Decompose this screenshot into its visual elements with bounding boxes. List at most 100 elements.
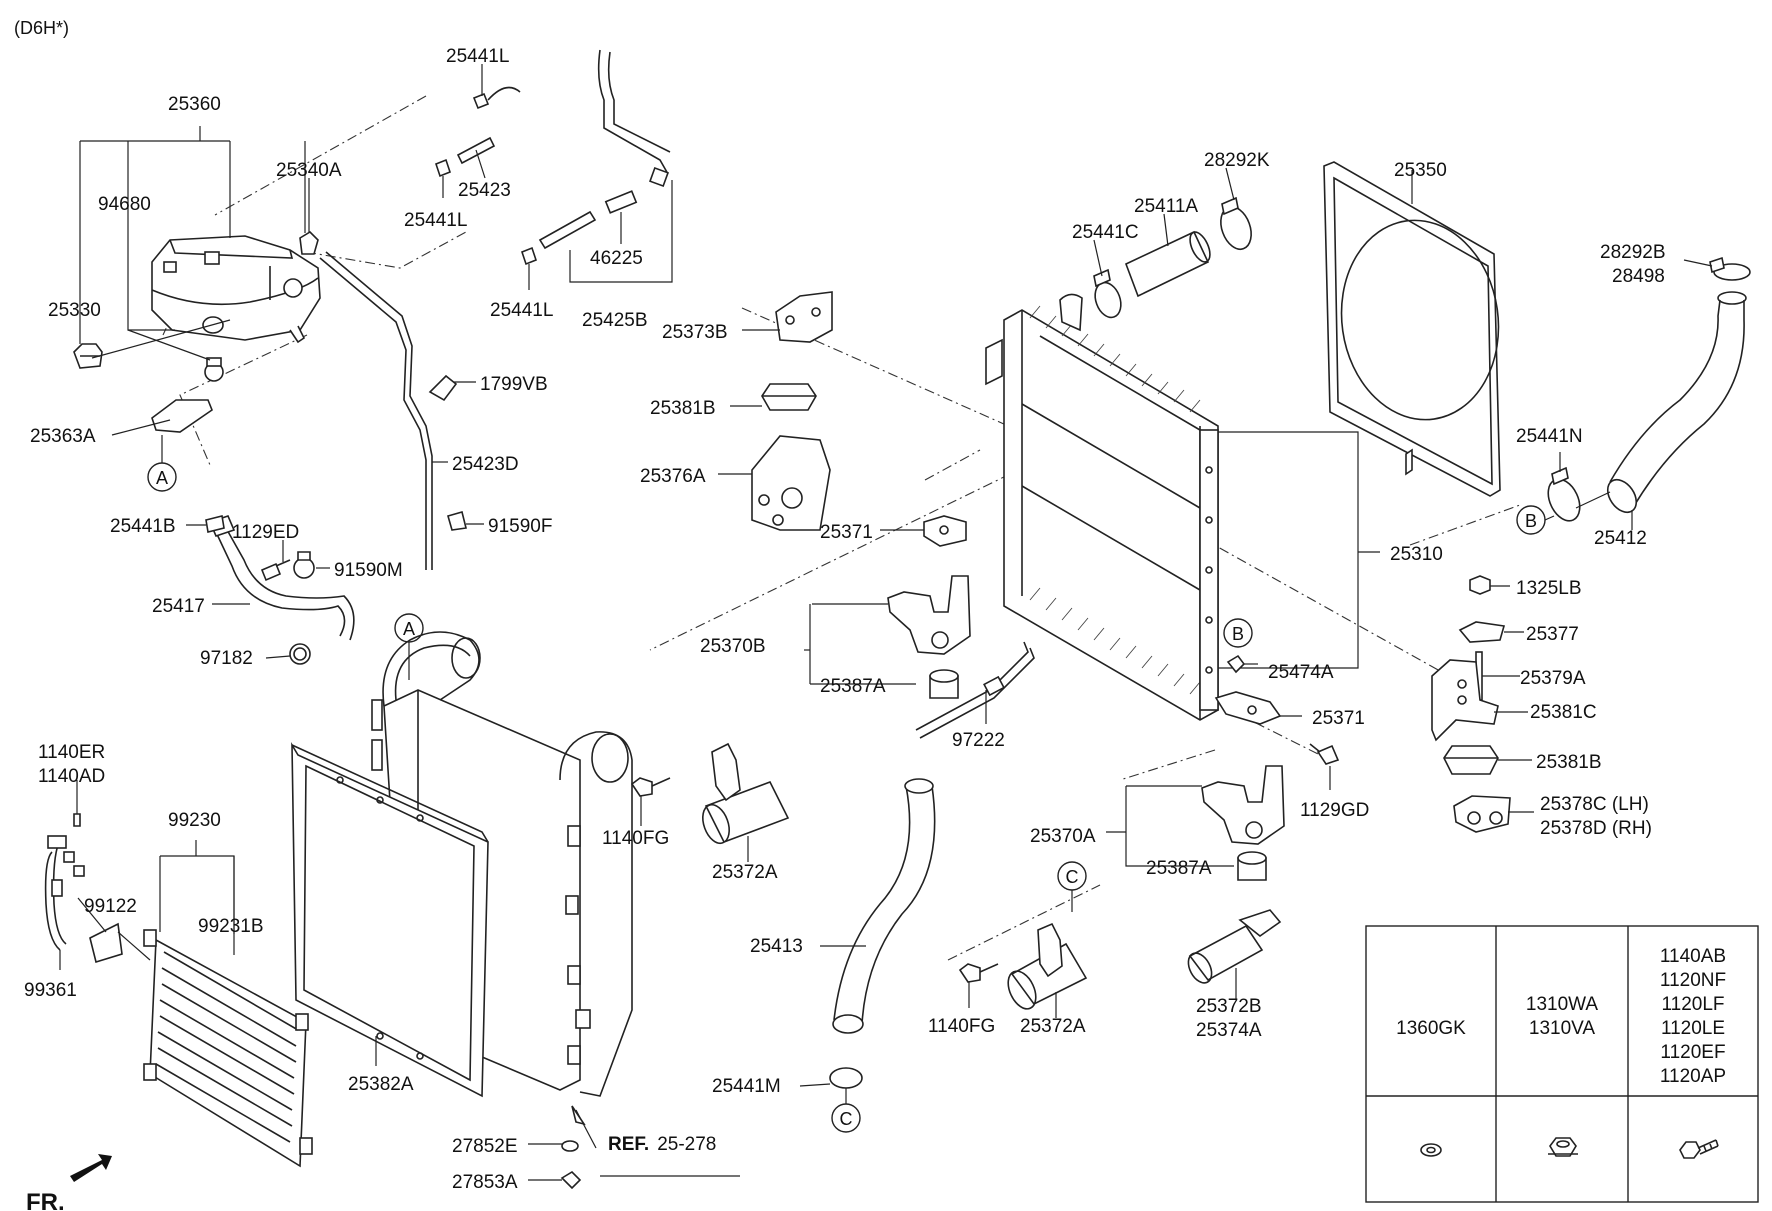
label-1325LB: 1325LB	[1516, 578, 1582, 599]
label-97222: 97222	[952, 730, 1005, 751]
label-25340A: 25340A	[276, 160, 342, 181]
bracket-1140FG-a	[630, 777, 671, 826]
clamp-25441N	[1547, 452, 1611, 522]
stud-25379A	[1475, 651, 1520, 701]
label-25310: 25310	[1390, 544, 1443, 565]
label-1129GD: 1129GD	[1300, 800, 1369, 821]
hose-25413	[820, 778, 936, 1034]
mount-25381B-b	[1443, 745, 1532, 775]
label-25370A: 25370A	[1030, 826, 1096, 847]
bracket-25371-b	[1214, 691, 1302, 725]
label-1799VB: 1799VB	[480, 374, 548, 395]
label-25441L-b: 25441L	[404, 210, 467, 231]
radiator	[985, 293, 1219, 721]
mount-25381B-a	[730, 383, 817, 411]
label-99361: 99361	[24, 980, 77, 1001]
label-25413: 25413	[750, 936, 803, 957]
table-cell-1120NF: 1120NF	[1660, 970, 1726, 991]
bushing-25387A-a	[929, 669, 959, 699]
plate-25377	[1458, 621, 1524, 643]
label-25372A-a: 25372A	[712, 862, 778, 883]
hose-25372A-b	[1007, 922, 1088, 1018]
ref-arrow	[571, 1105, 740, 1177]
pipe-25372B	[1187, 909, 1282, 1000]
hose-25412	[1606, 291, 1747, 530]
bolt-25474A	[1226, 654, 1258, 674]
table-cell-1140AB: 1140AB	[1660, 946, 1726, 967]
plug-27853A	[528, 1170, 582, 1190]
label-97182: 97182	[200, 648, 253, 669]
hose-25411A	[1124, 213, 1211, 298]
clamp-25441L-a	[472, 64, 521, 110]
label-1140FG-b: 1140FG	[928, 1016, 995, 1037]
label-25441B: 25441B	[110, 516, 176, 537]
label-91590M: 91590M	[334, 560, 403, 581]
bracket-1140FG-b	[958, 963, 999, 1008]
label-28292B: 28292B	[1600, 242, 1666, 263]
svg-text:B: B	[1232, 624, 1244, 644]
table-cell-1120LF: 1120LF	[1661, 994, 1724, 1015]
label-27853A: 27853A	[452, 1172, 518, 1193]
leader-99230	[159, 840, 235, 955]
label-25373B: 25373B	[662, 322, 728, 343]
label-25441L-c: 25441L	[490, 300, 553, 321]
label-99231B: 99231B	[198, 916, 264, 937]
label-25379A: 25379A	[1520, 668, 1586, 689]
callout-C-bottom: C	[831, 1088, 861, 1133]
engine-code: (D6H*)	[14, 18, 69, 38]
label-25381B-a: 25381B	[650, 398, 716, 419]
clamp-28292K	[1220, 167, 1252, 251]
bracket-25370A	[1201, 765, 1285, 845]
label-28498: 28498	[1612, 266, 1665, 287]
label-99230: 99230	[168, 810, 221, 831]
frame-25382A	[291, 742, 489, 1098]
clamp-97182	[265, 643, 311, 665]
label-46225: 46225	[590, 248, 643, 269]
label-25372B: 25372B	[1196, 996, 1262, 1017]
label-94680: 94680	[98, 194, 151, 215]
bracket-99122	[77, 897, 151, 964]
bolt-icon	[1679, 1139, 1719, 1159]
label-25441C: 25441C	[1072, 222, 1139, 243]
bracket-25363A	[151, 399, 213, 433]
table-cell-1310VA: 1310VA	[1529, 1018, 1596, 1039]
bracket-25371-a	[880, 515, 967, 547]
leader-25360	[79, 126, 306, 344]
hose-25372A-a	[702, 742, 790, 862]
bracket-25370B	[812, 575, 971, 655]
label-1140ER: 1140ER	[38, 742, 105, 763]
label-25378D: 25378D (RH)	[1540, 818, 1652, 839]
label-28292K: 28292K	[1204, 150, 1270, 171]
label-25423: 25423	[458, 180, 511, 201]
svg-text:B: B	[1525, 511, 1537, 531]
direction-label: FR.	[26, 1189, 65, 1211]
label-91590F: 91590F	[488, 516, 552, 537]
reservoir-tank	[151, 235, 321, 344]
table-cell-1120LE: 1120LE	[1661, 1018, 1725, 1039]
label-25372A-b: 25372A	[1020, 1016, 1086, 1037]
label-27852E: 27852E	[452, 1136, 518, 1157]
washer-icon	[1420, 1143, 1442, 1157]
label-99122: 99122	[84, 896, 137, 917]
label-25371-b: 25371	[1312, 708, 1365, 729]
label-25374A: 25374A	[1196, 1020, 1262, 1041]
hose-25423	[456, 136, 496, 179]
label-25423D: 25423D	[452, 454, 519, 475]
label-25363A: 25363A	[30, 426, 96, 447]
label-25474A: 25474A	[1268, 662, 1334, 683]
clamp-25441B	[186, 515, 225, 533]
bolt-1129GD	[1309, 743, 1340, 790]
table-cell-1310WA: 1310WA	[1526, 994, 1598, 1015]
leader-25370A	[1106, 785, 1234, 867]
label-25441L-a: 25441L	[446, 46, 509, 67]
clamp-25441M	[799, 1067, 863, 1089]
label-25441M: 25441M	[712, 1076, 781, 1097]
callout-A-top: A	[147, 435, 177, 492]
callout-A-mid: A	[394, 613, 424, 680]
label-25378C: 25378C (LH)	[1540, 794, 1649, 815]
label-1129ED: 1129ED	[232, 522, 299, 543]
pipe-97222	[915, 641, 1035, 739]
label-25350: 25350	[1394, 160, 1447, 181]
svg-text:A: A	[403, 619, 415, 639]
condenser	[143, 929, 313, 1168]
